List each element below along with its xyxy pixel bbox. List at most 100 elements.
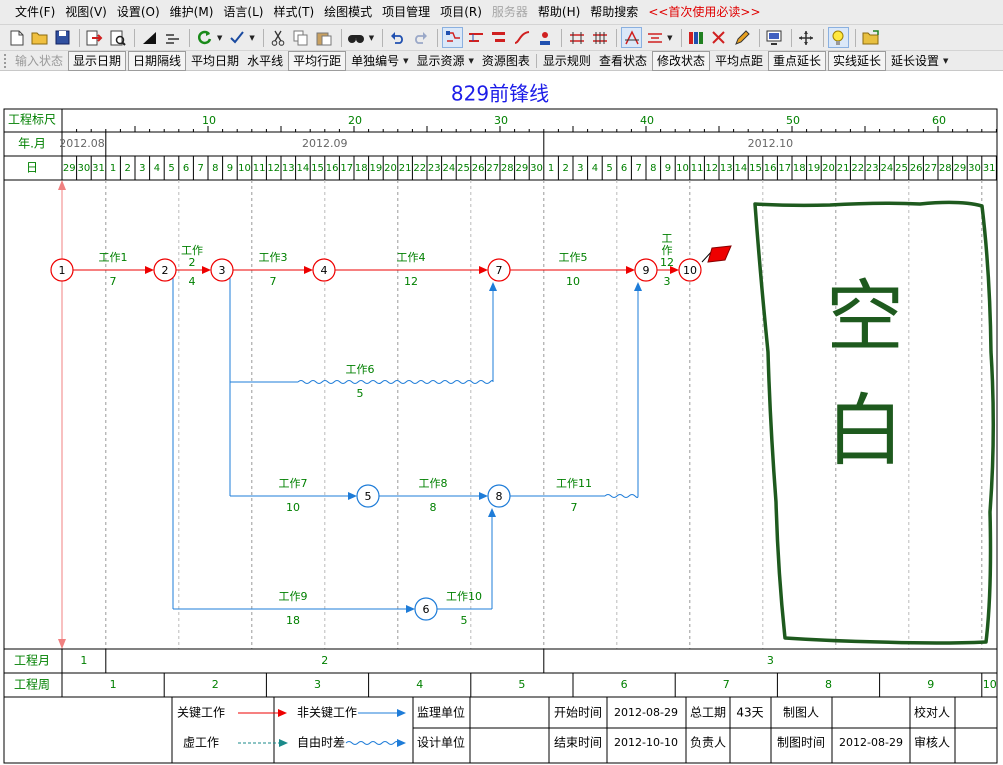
show-date-button[interactable]: 显示日期 — [68, 50, 127, 71]
scale-icon[interactable] — [644, 27, 665, 48]
menu-draw-mode[interactable]: 绘图模式 — [324, 5, 373, 19]
edit-icon[interactable] — [732, 27, 753, 48]
task-5-name: 工作5 — [559, 251, 588, 264]
show-rules-button[interactable]: 显示规则 — [542, 53, 591, 68]
books-icon[interactable] — [686, 27, 707, 48]
toolbar-separator — [854, 28, 856, 47]
day-label: 10 — [238, 163, 251, 174]
menu-read-first[interactable]: <<首次使用必读>> — [648, 5, 761, 19]
frontline-icon[interactable] — [621, 27, 643, 48]
menu-project-manage[interactable]: 项目管理 — [382, 5, 431, 19]
export-icon[interactable] — [84, 27, 105, 48]
day-label: 17 — [778, 163, 791, 174]
refresh-icon[interactable] — [194, 27, 215, 48]
tools-icon[interactable] — [709, 27, 730, 48]
hand-drawn-annotation-box — [753, 200, 996, 645]
menu-help-search[interactable]: 帮助搜索 — [590, 5, 639, 19]
annotation-char-2: 白 — [826, 386, 904, 476]
check-icon[interactable] — [226, 27, 247, 48]
monitor-icon[interactable] — [764, 27, 785, 48]
chevron-down-icon[interactable]: ▼ — [368, 33, 375, 42]
show-resource-button[interactable]: 显示资源 — [416, 53, 465, 68]
date-grid-button[interactable]: 日期隔线 — [128, 50, 187, 71]
average-point-spacing-button[interactable]: 平均点距 — [714, 53, 763, 68]
cut-icon[interactable] — [268, 27, 289, 48]
node-6[interactable] — [414, 597, 438, 621]
node-1[interactable] — [50, 258, 74, 282]
folder-icon[interactable] — [860, 27, 881, 48]
move-icon[interactable] — [796, 27, 817, 48]
chevron-down-icon[interactable]: ▼ — [667, 33, 673, 42]
day-label: 25 — [895, 163, 908, 174]
key-extend-button[interactable]: 重点延长 — [767, 50, 826, 71]
solid-extend-button[interactable]: 实线延长 — [828, 50, 887, 71]
day-label: 3 — [577, 163, 583, 174]
network-chart-icon[interactable] — [442, 27, 464, 48]
open-folder-icon[interactable] — [29, 27, 50, 48]
menu-view[interactable]: 视图(V) — [65, 5, 107, 19]
node-4[interactable] — [312, 258, 336, 282]
average-date-button[interactable]: 平均日期 — [191, 53, 240, 68]
menu-language[interactable]: 语言(L) — [223, 5, 264, 19]
chevron-down-icon[interactable]: ▼ — [249, 33, 255, 42]
save-icon[interactable] — [52, 27, 73, 48]
step-icon[interactable] — [566, 27, 587, 48]
horizontal-line-button[interactable]: 水平线 — [247, 53, 284, 68]
paste-icon[interactable] — [314, 27, 335, 48]
day-label: 4 — [154, 163, 160, 174]
day-label: 29 — [516, 163, 529, 174]
scale-tick-label: 30 — [494, 114, 508, 127]
node-9[interactable] — [634, 258, 658, 282]
axis-arrow-up — [58, 180, 66, 190]
modify-status-button[interactable]: 修改状态 — [651, 50, 710, 71]
average-row-spacing-button[interactable]: 平均行距 — [288, 50, 347, 71]
node-7[interactable] — [487, 258, 511, 282]
node-10[interactable] — [678, 258, 702, 282]
grid-icon[interactable] — [589, 27, 610, 48]
triangle-icon[interactable] — [139, 27, 160, 48]
menu-help[interactable]: 帮助(H) — [537, 5, 581, 19]
view-status-button[interactable]: 查看状态 — [598, 53, 647, 68]
chevron-down-icon[interactable]: ▼ — [943, 56, 949, 65]
toolbar-grip[interactable] — [4, 53, 8, 68]
task-7-line-arrow — [348, 492, 357, 500]
menu-project[interactable]: 项目(R) — [440, 5, 482, 19]
extend-settings-button[interactable]: 延长设置 — [891, 53, 940, 68]
task-5-duration: 10 — [566, 275, 580, 288]
new-file-icon[interactable] — [6, 27, 27, 48]
node-2[interactable] — [153, 258, 177, 282]
copy-icon[interactable] — [291, 27, 312, 48]
menu-maintain[interactable]: 维护(M) — [169, 5, 214, 19]
day-label: 14 — [735, 163, 748, 174]
chevron-down-icon[interactable]: ▼ — [403, 56, 409, 65]
resource-chart-button[interactable]: 资源图表 — [481, 53, 530, 68]
project-week-label: 8 — [825, 678, 832, 691]
print-preview-icon[interactable] — [107, 27, 128, 48]
day-label: 6 — [183, 163, 189, 174]
node-3[interactable] — [210, 258, 234, 282]
lightbulb-icon[interactable] — [827, 27, 849, 48]
redo-icon[interactable] — [410, 27, 431, 48]
node-8[interactable] — [487, 484, 511, 508]
align-icon[interactable] — [162, 27, 183, 48]
menu-server[interactable]: 服务器 — [491, 5, 528, 19]
chevron-down-icon[interactable]: ▼ — [217, 33, 223, 42]
menu-style[interactable]: 样式(T) — [273, 5, 315, 19]
legend-reviewer-label: 审核人 — [914, 735, 950, 750]
curve-icon[interactable] — [511, 27, 532, 48]
gantt-icon[interactable] — [488, 27, 509, 48]
input-status-button[interactable]: 输入状态 — [15, 53, 64, 68]
task-11-name: 工作11 — [556, 477, 592, 490]
chevron-down-icon[interactable]: ▼ — [468, 56, 474, 65]
undo-icon[interactable] — [387, 27, 408, 48]
resource-icon[interactable] — [534, 27, 555, 48]
find-icon[interactable] — [346, 27, 367, 48]
node-5[interactable] — [356, 484, 380, 508]
timeline-icon[interactable] — [465, 27, 486, 48]
task-3-line-arrow — [304, 266, 313, 274]
menu-file[interactable]: 文件(F) — [15, 5, 56, 19]
project-week-label: 6 — [621, 678, 628, 691]
menu-settings[interactable]: 设置(O) — [116, 5, 160, 19]
toolbar-separator — [616, 28, 618, 47]
single-numbering-button[interactable]: 单独编号 — [351, 53, 400, 68]
